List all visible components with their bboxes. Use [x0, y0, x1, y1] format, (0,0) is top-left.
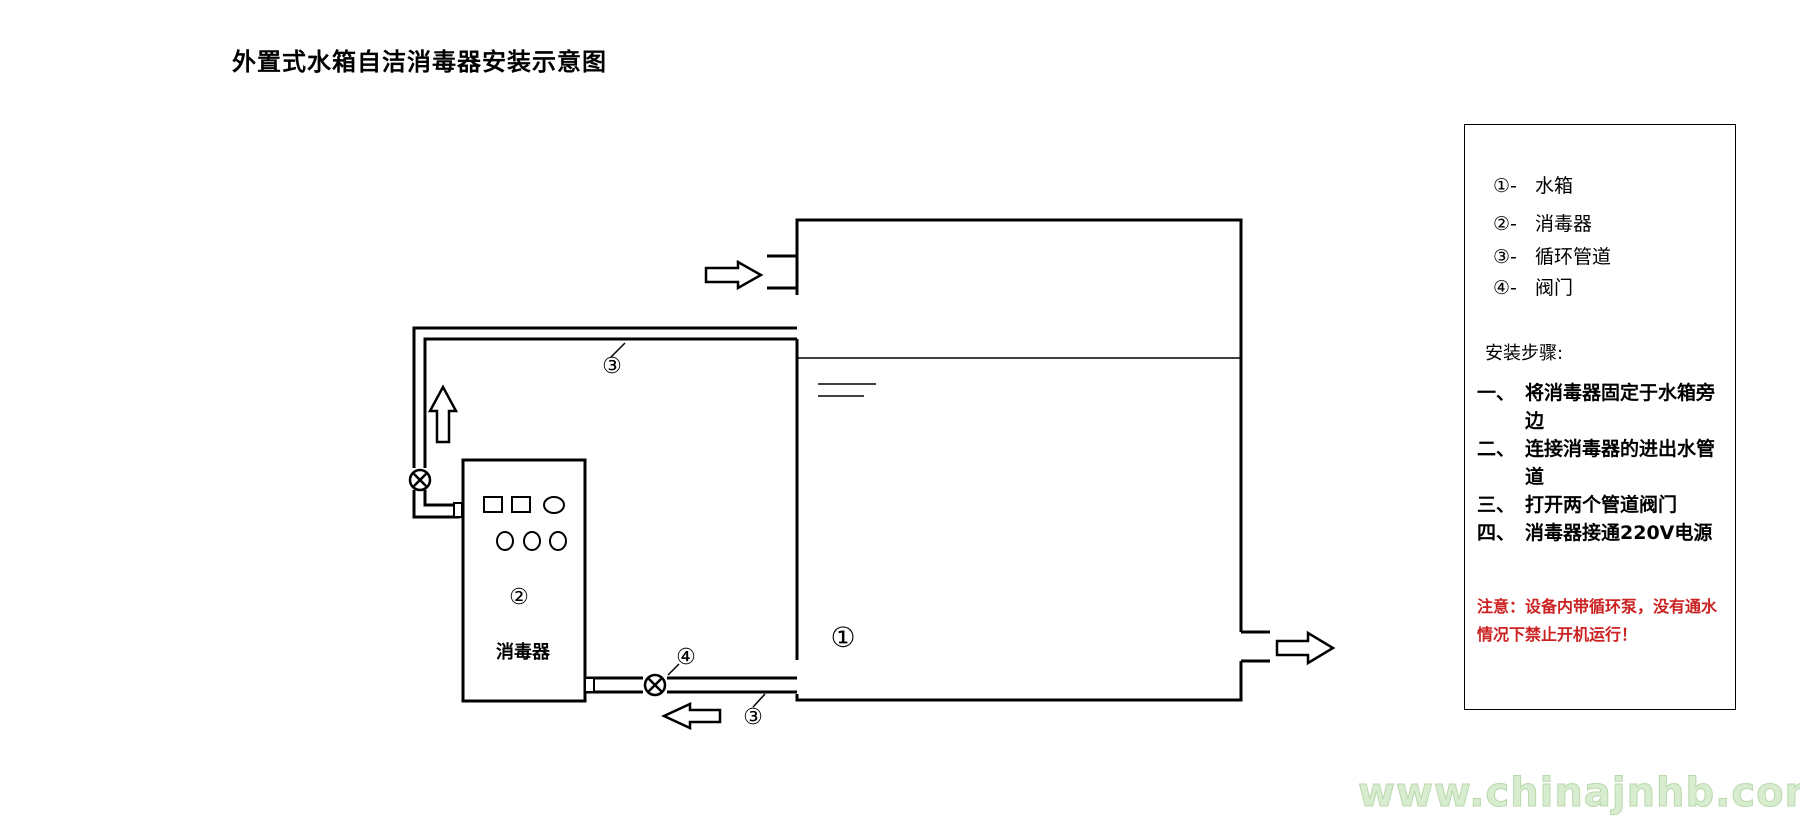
step-text: 消毒器接通220V电源: [1525, 522, 1713, 544]
step-prefix: 二、: [1477, 438, 1516, 460]
valve-label: ④: [676, 645, 696, 670]
page-title: 外置式水箱自洁消毒器安装示意图: [232, 47, 607, 76]
disinfector-box: [461, 458, 587, 703]
bottom-pipe-connector: [584, 677, 595, 693]
control-square-1: [483, 496, 503, 513]
pipe-leader-bottom: [752, 693, 766, 708]
legend-number: ①-: [1493, 175, 1517, 197]
legend-item: ③- 循环管道: [1493, 242, 1611, 269]
legend-number: ④-: [1493, 277, 1517, 299]
install-step: 二、 连接消毒器的进出水管道: [1477, 435, 1733, 491]
step-text: 连接消毒器的进出水管道: [1525, 438, 1716, 488]
disinfector-number-label: ②: [509, 585, 529, 610]
control-knob-3: [549, 531, 567, 551]
step-text: 打开两个管道阀门: [1525, 494, 1678, 516]
warning-note: 注意：设备内带循环泵，没有通水情况下禁止开机运行！: [1477, 597, 1718, 644]
legend-number: ③-: [1493, 246, 1517, 268]
legend-label: 循环管道: [1535, 246, 1612, 268]
legend-label: 消毒器: [1535, 213, 1593, 235]
control-square-2: [511, 496, 531, 513]
step-prefix: 四、: [1477, 522, 1516, 544]
valve-leader: [667, 663, 680, 676]
top-pipe-connector: [453, 502, 463, 518]
left-flow-arrow-icon: [661, 702, 722, 730]
legend-label: 阀门: [1535, 277, 1574, 299]
water-tank-outline: [795, 218, 1243, 702]
install-step: 一、 将消毒器固定于水箱旁边: [1477, 379, 1733, 435]
step-prefix: 三、: [1477, 494, 1516, 516]
legend-item: ④- 阀门: [1493, 273, 1573, 300]
legend-label: 水箱: [1535, 175, 1574, 197]
legend-number: ②-: [1493, 213, 1517, 235]
inlet-flow-arrow-icon: [704, 259, 764, 291]
disinfector-name-label: 消毒器: [496, 641, 551, 663]
pipe-label-top: ③: [602, 354, 622, 379]
outlet-flow-arrow-icon: [1275, 630, 1336, 666]
control-oval-1: [543, 496, 565, 514]
steps-title: 安装步骤:: [1485, 343, 1564, 364]
step-prefix: 一、: [1477, 382, 1516, 404]
return-pipe-top: [412, 326, 797, 468]
install-step: 四、 消毒器接通220V电源: [1477, 519, 1733, 547]
up-flow-arrow-icon: [427, 384, 459, 444]
watermark: www.chinajnhb.com: [1357, 770, 1800, 817]
step-text: 将消毒器固定于水箱旁边: [1525, 382, 1716, 432]
legend-item: ②- 消毒器: [1493, 209, 1592, 236]
legend-item: ①- 水箱: [1493, 171, 1573, 198]
supply-pipe-bottom: [585, 676, 797, 694]
legend-panel: ①- 水箱 ②- 消毒器 ③- 循环管道 ④- 阀门 安装步骤: 一、 将消毒器固定于水…: [1464, 124, 1736, 710]
tank-label: ①: [830, 621, 855, 654]
return-pipe-elbow: [412, 490, 460, 519]
control-knob-2: [523, 531, 541, 551]
install-step: 三、 打开两个管道阀门: [1477, 491, 1733, 519]
valve-cross-top: [412, 472, 428, 488]
pipe-label-bottom: ③: [743, 705, 763, 730]
pipe-leader-top: [610, 342, 626, 358]
control-knob-1: [496, 531, 514, 551]
valve-cross-bottom: [647, 677, 663, 693]
